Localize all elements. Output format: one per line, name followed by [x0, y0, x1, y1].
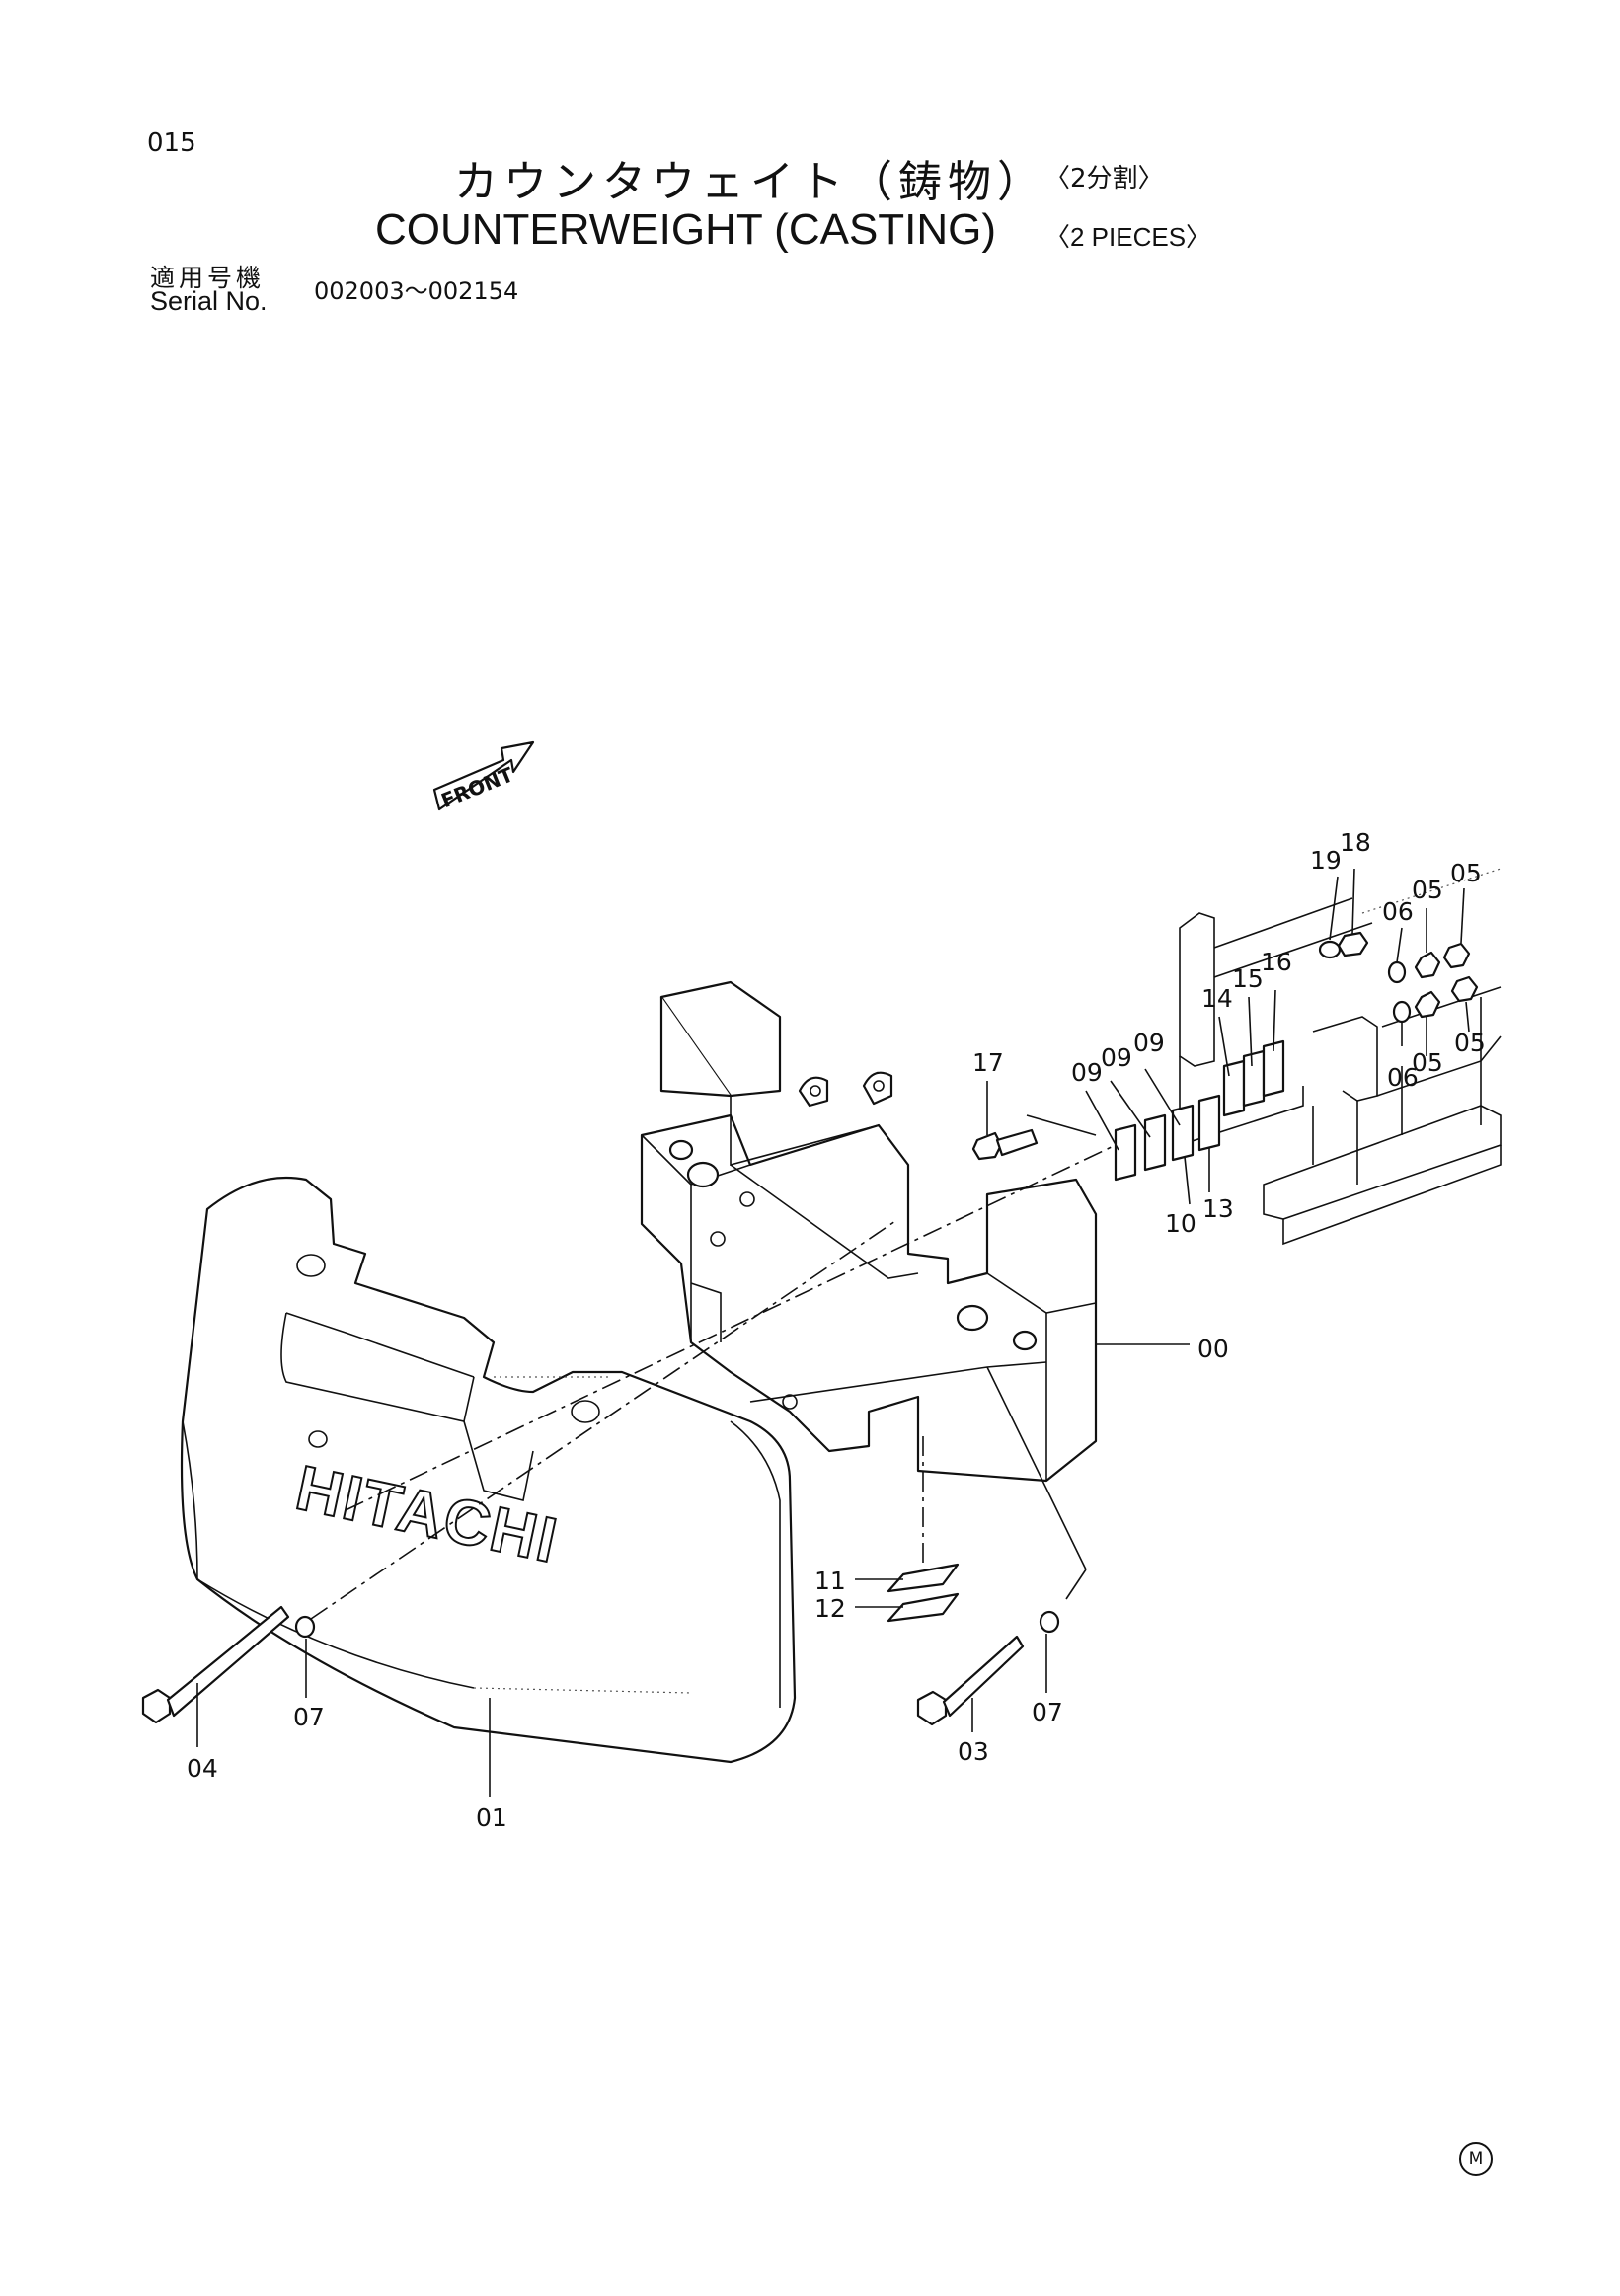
callout-11: 11 — [814, 1567, 846, 1595]
callout-01: 01 — [476, 1803, 507, 1832]
callout-05-b: 05 — [1450, 859, 1482, 887]
upper-frame-structure — [1179, 868, 1502, 1246]
leader-lines — [196, 868, 1470, 1797]
serial-label-japanese: 適用号機 — [150, 264, 266, 292]
front-arrow-icon: FRONT — [432, 740, 535, 812]
assembly-guide-lines — [310, 1114, 1117, 1620]
callout-05-d: 05 — [1454, 1029, 1486, 1057]
serial-range: 002003～002154 — [314, 277, 519, 305]
callout-12: 12 — [814, 1594, 846, 1623]
callout-05-a: 05 — [1412, 876, 1443, 904]
page-subtitle-japanese: 〈2分割〉 — [1044, 164, 1164, 193]
front-label: FRONT — [437, 762, 516, 812]
callout-06-a: 06 — [1382, 897, 1414, 926]
nuts-and-washers — [1318, 931, 1479, 1024]
callout-06-b: 06 — [1387, 1063, 1419, 1092]
serial-label-english: Serial No. — [150, 286, 268, 316]
callout-07-a: 07 — [293, 1703, 325, 1731]
callout-03: 03 — [958, 1737, 989, 1766]
callout-05-c: 05 — [1412, 1048, 1443, 1077]
counterweight-casting-01: HITACHI — [180, 1176, 797, 1764]
callout-13: 13 — [1202, 1194, 1234, 1223]
callout-18: 18 — [1340, 828, 1371, 857]
callout-09-a: 09 — [1071, 1058, 1103, 1087]
callout-10: 10 — [1165, 1209, 1196, 1238]
callout-07-b: 07 — [1032, 1698, 1063, 1726]
callout-17: 17 — [972, 1048, 1004, 1077]
bolt-17 — [971, 1128, 1039, 1161]
callout-09-c: 09 — [1133, 1029, 1165, 1057]
shims-11-12 — [887, 1563, 960, 1623]
callout-16: 16 — [1261, 948, 1292, 976]
page-title-japanese: カウンタウェイト（鋳物） — [454, 157, 1046, 207]
page-subtitle-english: 〈2 PIECES〉 — [1044, 222, 1212, 252]
callout-labels: 00 01 03 04 05 05 05 05 06 06 07 07 09 0… — [187, 828, 1486, 1832]
page-number: 015 — [147, 128, 196, 158]
callout-09-b: 09 — [1101, 1043, 1132, 1072]
page-title-english: COUNTERWEIGHT (CASTING) — [375, 205, 997, 254]
callout-19: 19 — [1310, 846, 1342, 875]
callout-14: 14 — [1201, 984, 1233, 1013]
bolt-03 — [916, 1610, 1060, 1726]
shim-plates — [1114, 1039, 1285, 1182]
callout-00: 00 — [1197, 1335, 1229, 1363]
corner-mark: M — [1459, 2142, 1493, 2176]
counterweight-block-00 — [640, 980, 1098, 1483]
callout-15: 15 — [1232, 964, 1264, 993]
callout-04: 04 — [187, 1754, 218, 1783]
